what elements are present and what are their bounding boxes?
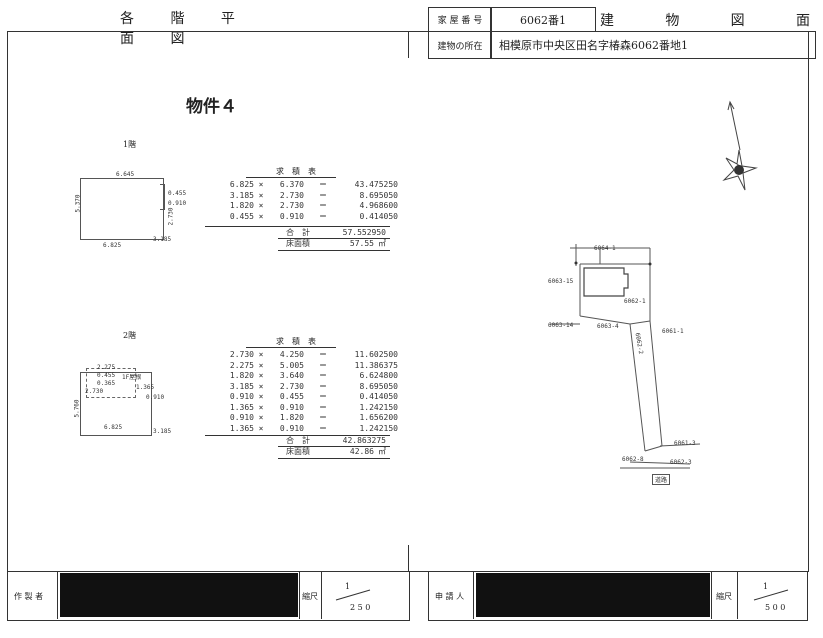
scale-den-left: 2 5 0 — [350, 603, 371, 612]
floor1-dim-bottom: 6.825 — [103, 242, 122, 249]
house-number-value: 6062番1 — [490, 7, 596, 32]
floor2-area-underline — [278, 458, 390, 459]
floor2-plan — [80, 372, 152, 436]
table-row: 2.275×5.005＝11.386375 — [229, 360, 398, 370]
footer-left — [7, 571, 410, 621]
title-char: 建 — [600, 13, 614, 29]
floor2-heading-underline — [246, 347, 336, 348]
floor2-area-table: 2.730×4.250＝11.602500 2.275×5.005＝11.386… — [214, 350, 398, 434]
footer-right-div1 — [473, 571, 474, 619]
site-label: 6062-1 — [624, 298, 646, 305]
floor1-label: 1階 — [123, 140, 137, 149]
scale-num-right: 1 — [763, 582, 769, 591]
footer-right — [428, 571, 808, 621]
floor2-dim-r2: 0.910 — [146, 394, 165, 401]
site-label: 6063-14 — [548, 322, 574, 329]
floor2-area-line — [278, 446, 390, 447]
scale-slash-left — [335, 589, 371, 601]
site-label: 6061-1 — [662, 328, 684, 335]
table-row: 1.820×2.730＝4.968600 — [229, 201, 398, 210]
floor1-plan — [80, 178, 164, 240]
footer-left-div1 — [57, 571, 58, 619]
author-label: 作 製 者 — [14, 592, 44, 601]
table-row: 1.365×0.910＝1.242150 — [229, 423, 398, 433]
floor1-dim-r2: 0.910 — [168, 200, 187, 207]
table-row: 0.910×0.455＝0.414050 — [229, 392, 398, 401]
building-drawing-title: 建 物 図 面 — [600, 10, 810, 30]
house-number-label: 家 屋 番 号 — [428, 7, 492, 32]
applicant-label: 申 請 人 — [435, 592, 465, 601]
scale-label-left: 縮尺 — [302, 592, 318, 601]
floor1-sum-line — [205, 226, 390, 227]
floor2-roof-label: 1F屋根 — [122, 374, 142, 381]
site-label: 6063-15 — [548, 278, 574, 285]
floor1-table-heading: 求 積 表 — [276, 167, 316, 176]
scale-slash-right — [753, 589, 789, 601]
floor2-dim-br: 3.185 — [153, 428, 172, 435]
center-divider-top — [408, 31, 409, 58]
floor2-dim-t2: 0.455 — [97, 372, 116, 379]
floor2-sum-line — [205, 435, 390, 436]
floor2-dim-l1: 2.730 — [85, 388, 104, 395]
floor2-label: 2階 — [123, 331, 137, 340]
floor1-area-underline — [278, 250, 390, 251]
floor1-dim-left: 5.370 — [74, 194, 82, 213]
footer-right-div3 — [737, 571, 738, 619]
title-char: 図 — [730, 13, 745, 29]
title-char: 物 — [665, 13, 680, 29]
floor2-dim-t3: 0.365 — [97, 380, 116, 387]
author-redacted — [60, 573, 298, 617]
scale-num-left: 1 — [345, 582, 351, 591]
floor2-dim-t1: 2.275 — [97, 364, 116, 371]
table-row: 1.820×3.640＝6.624800 — [229, 371, 398, 380]
property-title: 物件４ — [186, 97, 237, 117]
floor2-dim-r1: 1.365 — [136, 384, 155, 391]
floor2-roof-dashed — [86, 368, 136, 398]
floor2-dim-left: 5.760 — [73, 399, 81, 418]
floor1-dim-br: 3.185 — [153, 236, 172, 243]
frame-top-left — [7, 31, 428, 32]
location-label: 建物の所在 — [428, 31, 492, 59]
road-label: 道路 — [652, 474, 671, 485]
center-divider-bottom — [408, 545, 409, 571]
site-label: 6063-4 — [597, 323, 619, 330]
floor1-dim-top: 6.645 — [116, 171, 135, 178]
scale-den-right: 5 0 0 — [765, 603, 786, 612]
compass-north-icon — [722, 100, 758, 191]
title-char: 面 — [795, 13, 810, 29]
floor-plan-title: 各 階 平 面 図 — [120, 11, 251, 47]
table-row: 0.910×1.820＝1.656200 — [229, 413, 398, 422]
floor2-dim-bottom: 6.825 — [104, 424, 123, 431]
table-row: 1.365×0.910＝1.242150 — [229, 402, 398, 412]
footer-left-div2 — [299, 571, 300, 619]
table-row: 3.185×2.730＝8.695050 — [229, 381, 398, 391]
floor1-area-table: 6.825×6.370＝43.475250 3.185×2.730＝8.6950… — [214, 180, 398, 222]
site-label: 6064-1 — [594, 245, 616, 252]
site-map — [550, 244, 701, 469]
scale-label-right: 縮尺 — [716, 592, 732, 601]
site-label: 6062-8 — [622, 456, 644, 463]
table-row: 6.825×6.370＝43.475250 — [229, 180, 398, 189]
floor1-dim-r3: 2.730 — [167, 207, 175, 226]
floor1-area-line — [278, 238, 390, 239]
table-row: 2.730×4.250＝11.602500 — [229, 350, 398, 359]
table-row: 3.185×2.730＝8.695050 — [229, 190, 398, 200]
floor1-heading-underline — [246, 177, 336, 178]
floor1-dim-r1: 0.455 — [168, 190, 187, 197]
floor2-table-heading: 求 積 表 — [276, 337, 316, 346]
footer-right-div2 — [711, 571, 712, 619]
location-value: 相模原市中央区田名字椿森6062番地1 — [490, 31, 816, 59]
site-label: 6061-3 — [674, 440, 696, 447]
table-row: 0.455×0.910＝0.414050 — [229, 211, 398, 221]
site-label: 6062-3 — [670, 459, 692, 466]
applicant-redacted — [476, 573, 710, 617]
footer-left-div3 — [321, 571, 322, 619]
floor1-plan-notch — [160, 184, 165, 210]
